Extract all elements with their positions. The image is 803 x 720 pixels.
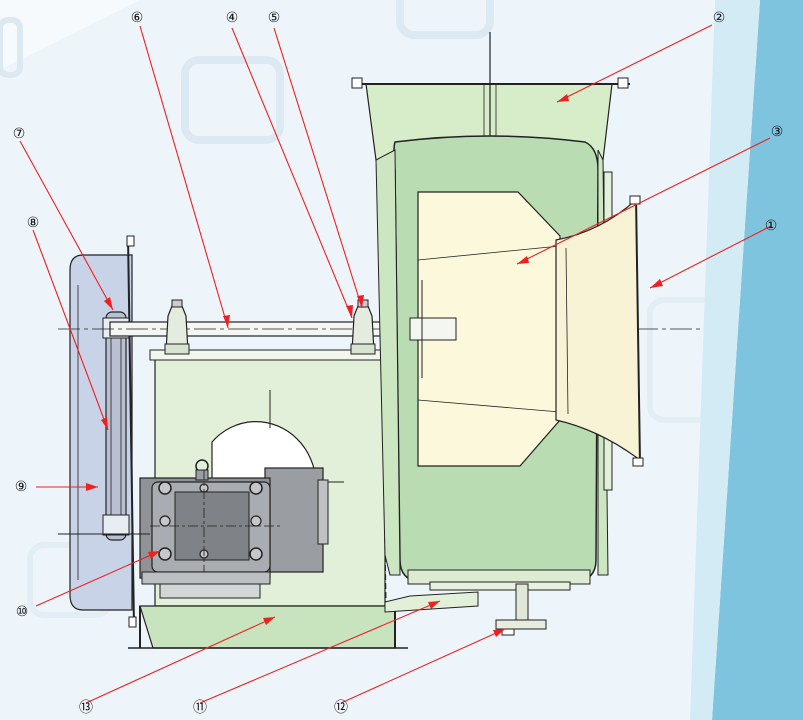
leader-3 [516, 137, 771, 265]
leader-10 [35, 550, 161, 607]
inlet-cone [555, 195, 644, 467]
callout-12: ⑫ [334, 700, 348, 716]
leader-1 [649, 225, 772, 289]
callout-7: ⑦ [13, 126, 26, 142]
leader-arrowheads [86, 94, 663, 637]
drain-valve [495, 583, 547, 636]
leader-11 [199, 600, 441, 704]
callout-3: ③ [771, 124, 784, 140]
callout-5: ⑤ [268, 10, 281, 26]
leader-6 [139, 25, 229, 329]
leader-7 [19, 140, 114, 311]
callout-8: ⑧ [27, 215, 40, 231]
leader-5 [273, 27, 363, 309]
callout-4: ④ [226, 10, 239, 26]
base-frame [128, 605, 408, 649]
bearing-left [164, 299, 190, 355]
leader-2 [556, 24, 713, 103]
callout-1: ① [765, 218, 778, 234]
callouts: ① ② ③ ④ ⑤ ⑥ ⑦ ⑧ ⑨ ⑩ ⑪ ⑫ ⑬ [13, 10, 784, 716]
leader-8 [32, 229, 109, 431]
callout-9: ⑨ [15, 479, 28, 495]
leader-4 [231, 27, 353, 319]
callout-11: ⑪ [193, 700, 207, 716]
leader-13 [85, 616, 276, 704]
callout-2: ② [713, 10, 726, 26]
leader-lines [19, 24, 772, 704]
callout-10: ⑩ [16, 604, 29, 620]
impeller [409, 191, 561, 467]
accent-stripe [690, 0, 803, 720]
callout-13: ⑬ [79, 700, 93, 716]
callout-6: ⑥ [131, 10, 144, 26]
bearing-right [350, 299, 376, 355]
leader-12 [340, 628, 506, 704]
motor [58, 390, 344, 599]
